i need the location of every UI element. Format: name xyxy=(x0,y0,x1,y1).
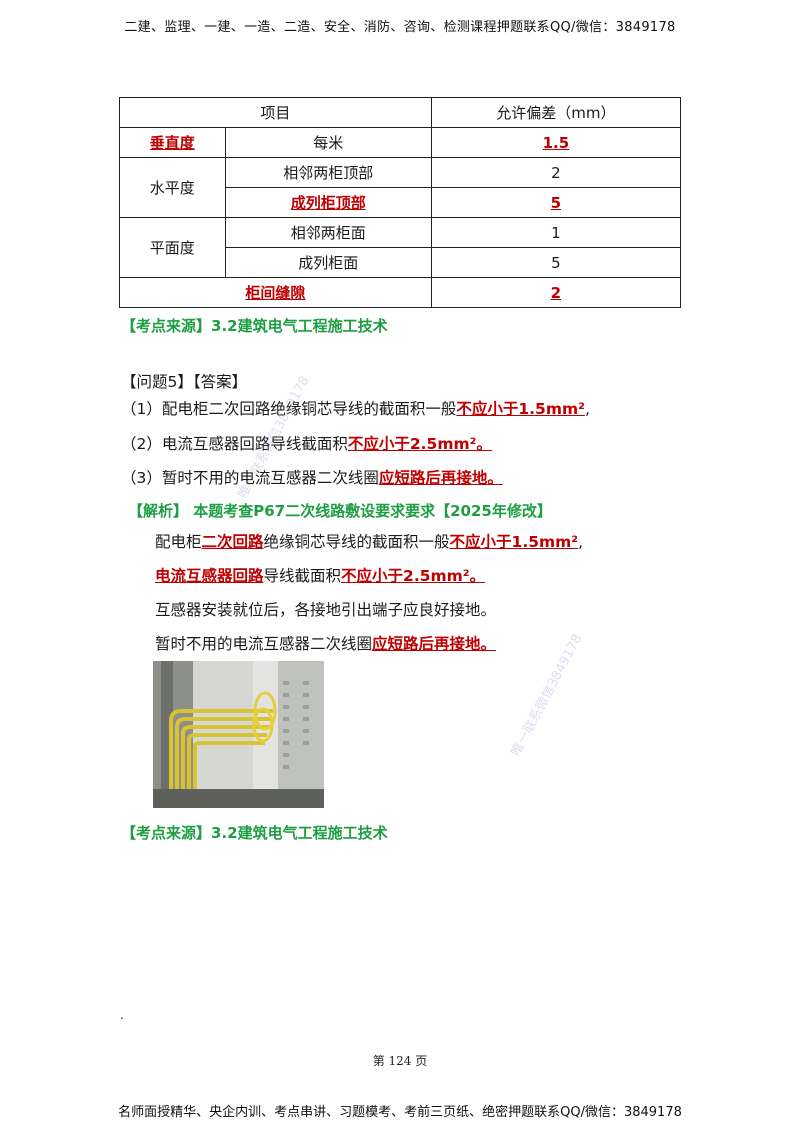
table-header-tolerance: 允许偏差（mm） xyxy=(430,97,682,128)
analysis-line-2: 电流互感器回路导线截面积不应小于2.5mm²。 xyxy=(155,567,486,585)
table-cell: 成列柜顶部 xyxy=(224,187,432,218)
page-footer: 名师面授精华、央企内训、考点串讲、习题模考、考前三页纸、绝密押题联系QQ/微信：… xyxy=(118,1105,682,1120)
vertical-value: 1.5 xyxy=(542,133,570,152)
tolerance-table: 项目 允许偏差（mm） 垂直度 每米 1.5 水平度 相邻两柜顶部 2 成列柜顶… xyxy=(119,97,682,308)
table-cell: 相邻两柜面 xyxy=(224,217,432,248)
table-row: 平面度 相邻两柜面 1 xyxy=(119,217,682,278)
table-row: 水平度 相邻两柜顶部 2 xyxy=(119,157,682,218)
table-cell: 2 xyxy=(430,277,682,308)
table-cell: 5 xyxy=(430,187,682,218)
gap-value: 2 xyxy=(550,283,562,302)
page-header: 二建、监理、一建、一造、二造、安全、消防、咨询、检测课程押题联系QQ/微信：38… xyxy=(124,20,676,35)
table-row: 项目 允许偏差（mm） xyxy=(119,97,682,128)
table-row: 垂直度 每米 1.5 xyxy=(119,127,682,158)
current-transformer-wiring-photo xyxy=(153,661,324,808)
table-row: 成列柜顶部 5 xyxy=(120,187,682,218)
table-cell: 成列柜面 xyxy=(224,247,432,278)
answer-2: （2）电流互感器回路导线截面积不应小于2.5mm²。 xyxy=(121,435,492,453)
table-cell: 水平度 xyxy=(119,157,226,218)
table-header-item: 项目 xyxy=(119,97,432,128)
vertical-label: 垂直度 xyxy=(149,134,195,152)
table-cell: 1.5 xyxy=(430,127,682,158)
analysis-title: 【解析】 本题考查P67二次线路敷设要求要求【2025年修改】 xyxy=(128,502,552,520)
table-cell: 每米 xyxy=(224,127,432,158)
answer-3: （3）暂时不用的电流互感器二次线圈应短路后再接地。 xyxy=(121,469,503,487)
source-line-2: 【考点来源】3.2建筑电气工程施工技术 xyxy=(121,824,388,842)
page-number: 第 124 页 xyxy=(372,1054,428,1068)
table-cell: 垂直度 xyxy=(119,127,226,158)
table-cell: 柜间缝隙 xyxy=(119,277,432,308)
analysis-line-3: 互感器安装就位后，各接地引出端子应良好接地。 xyxy=(155,601,497,619)
watermark-text: 唯一联系微信3849178 xyxy=(508,631,586,759)
source-line-1: 【考点来源】3.2建筑电气工程施工技术 xyxy=(121,317,388,335)
question-heading: 【问题5】【答案】 xyxy=(121,373,248,391)
trailing-dot: . xyxy=(120,1008,124,1022)
table-cell: 平面度 xyxy=(119,217,226,278)
horizontal-val2: 5 xyxy=(550,193,562,212)
wiring-photo-illustration xyxy=(153,661,324,808)
table-row: 柜间缝隙 2 xyxy=(119,277,682,308)
analysis-line-4: 暂时不用的电流互感器二次线圈应短路后再接地。 xyxy=(155,635,497,653)
analysis-line-1: 配电柜二次回路绝缘铜芯导线的截面积一般不应小于1.5mm², xyxy=(155,533,584,551)
table-cell: 1 xyxy=(430,217,682,248)
gap-label: 柜间缝隙 xyxy=(245,284,306,302)
table-cell: 2 xyxy=(430,157,682,188)
table-cell: 相邻两柜顶部 xyxy=(224,157,432,188)
horizontal-sub2: 成列柜顶部 xyxy=(290,194,366,212)
answer-1: （1）配电柜二次回路绝缘铜芯导线的截面积一般不应小于1.5mm², xyxy=(121,400,590,418)
table-cell: 5 xyxy=(430,247,682,278)
